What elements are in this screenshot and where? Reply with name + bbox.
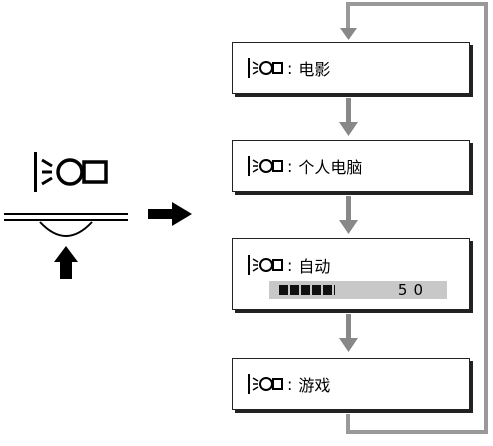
mode-row: : 自动 [247, 245, 330, 285]
separator: : [287, 255, 293, 275]
down-arrow-1 [339, 98, 358, 136]
mode-box-game[interactable]: : 游戏 [232, 358, 470, 410]
mode-label-game: 游戏 [298, 376, 331, 395]
separator: : [287, 58, 293, 78]
picture-mode-icon [248, 374, 283, 394]
mode-row: : 个人电脑 [247, 141, 362, 191]
level-bar: 50 [269, 281, 447, 299]
up-arrow-icon [54, 246, 78, 279]
picture-mode-icon [34, 152, 108, 192]
level-value: 50 [397, 281, 429, 299]
right-arrow-icon [148, 202, 192, 226]
picture-mode-icon [248, 255, 283, 275]
mode-box-auto[interactable]: : 自动 50 [232, 238, 470, 310]
mode-label-movie: 电影 [298, 60, 331, 79]
loop-entry-arrow [340, 28, 357, 40]
mode-label-auto: 自动 [298, 257, 331, 276]
separator: : [287, 156, 293, 176]
button-graphic [4, 213, 128, 279]
mode-box-pc[interactable]: : 个人电脑 [232, 140, 470, 192]
mode-box-movie[interactable]: : 电影 [232, 42, 470, 94]
mode-label-pc: 个人电脑 [298, 158, 363, 177]
mode-row: : 游戏 [247, 359, 330, 409]
separator: : [287, 374, 293, 394]
picture-mode-icon [248, 58, 283, 78]
loop-line [346, 2, 488, 434]
picture-mode-icon [248, 156, 283, 176]
level-bar-fill [279, 285, 335, 295]
mode-row: : 电影 [247, 43, 330, 93]
down-arrow-2 [339, 196, 358, 234]
down-arrow-3 [339, 314, 358, 352]
